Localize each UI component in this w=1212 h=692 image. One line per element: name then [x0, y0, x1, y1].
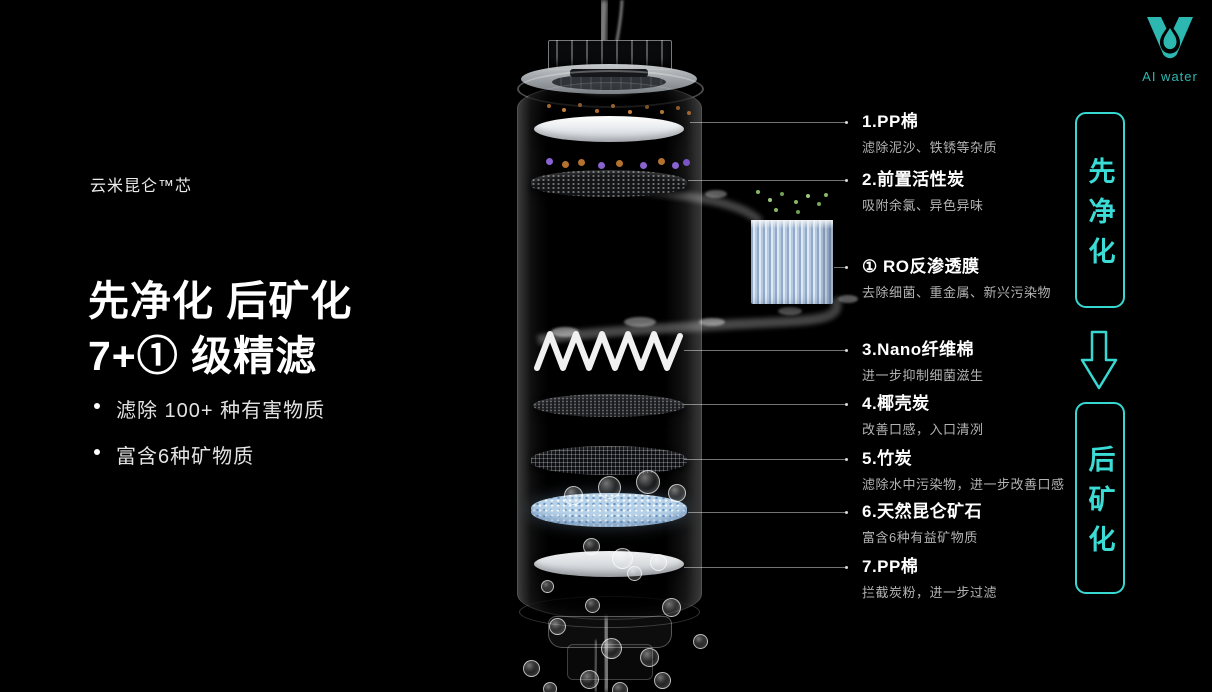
bubble	[564, 486, 583, 505]
viomi-v-droplet-icon	[1147, 17, 1193, 59]
callout-desc: 滤除泥沙、铁锈等杂质	[862, 140, 998, 155]
contaminant-particles	[756, 190, 760, 194]
callout-desc: 拦截炭粉，进一步过滤	[862, 585, 998, 600]
leader-line	[684, 403, 848, 406]
bubble	[541, 580, 554, 593]
leader-line	[834, 266, 848, 269]
down-arrow-icon	[1080, 330, 1118, 390]
callout-title: 1.PP棉	[862, 112, 919, 131]
bubble	[580, 670, 599, 689]
bubble	[640, 648, 659, 667]
coconut-carbon-layer	[533, 394, 685, 417]
logo-text: AI water	[1142, 69, 1198, 84]
title-line-2: 7+① 级精滤	[88, 333, 318, 379]
bullet-item: 富含6种矿物质	[92, 440, 325, 469]
callout-ro-membrane: ① RO反渗透膜 去除细菌、重金属、新兴污染物	[862, 257, 1102, 301]
callout-coconut-carbon: 4.椰壳炭 改善口感，入口清冽	[862, 394, 1102, 438]
bubble	[523, 660, 540, 677]
product-name: 云米昆仑™芯	[90, 178, 193, 195]
bubble	[583, 538, 600, 555]
bubble	[612, 682, 628, 692]
callout-desc: 去除细菌、重金属、新兴污染物	[862, 285, 1052, 300]
leader-line	[684, 458, 848, 461]
leader-line	[684, 349, 848, 352]
ro-membrane-block	[751, 220, 833, 304]
microbe-particles	[546, 158, 553, 165]
bubble	[654, 672, 671, 689]
callout-title: 6.天然昆仑矿石	[862, 502, 983, 521]
callout-desc: 改善口感，入口清冽	[862, 422, 984, 437]
flow-step-label: 后矿化	[1084, 444, 1115, 565]
bubble	[585, 598, 600, 613]
callout-title: 2.前置活性炭	[862, 170, 965, 189]
page-title: 先净化 后矿化 7+① 级精滤	[88, 274, 352, 384]
callout-pre-carbon: 2.前置活性炭 吸附余氯、异色异味	[862, 170, 1102, 214]
bubble	[543, 682, 557, 692]
callout-title: 7.PP棉	[862, 557, 919, 576]
leader-line	[688, 511, 848, 514]
flow-step-mineralize: 后矿化	[1075, 402, 1125, 594]
callout-pp-cotton-1: 1.PP棉 滤除泥沙、铁锈等杂质	[862, 112, 1102, 156]
activated-carbon-layer	[531, 170, 687, 197]
bubble	[650, 554, 667, 571]
bubble	[612, 548, 633, 569]
callout-desc: 富含6种有益矿物质	[862, 530, 978, 545]
flow-step-label: 先净化	[1084, 156, 1115, 277]
nano-fiber-coil	[534, 331, 683, 371]
leader-line	[688, 179, 848, 182]
callout-desc: 进一步抑制细菌滋生	[862, 368, 984, 383]
bubble	[601, 638, 622, 659]
feature-bullets: 滤除 100+ 种有害物质 富含6种矿物质	[92, 394, 325, 486]
glass-bottom-rim	[519, 596, 700, 628]
callout-kunlun-mineral: 6.天然昆仑矿石 富含6种有益矿物质	[862, 502, 1102, 546]
bubble	[668, 484, 686, 502]
callout-title: 5.竹炭	[862, 449, 913, 468]
callout-desc: 滤除水中污染物，进一步改善口感	[862, 477, 1065, 492]
brand-logo: AI water	[1136, 16, 1204, 84]
bamboo-charcoal-layer	[531, 446, 687, 475]
callout-title: 4.椰壳炭	[862, 394, 930, 413]
bubble	[627, 566, 642, 581]
bubble	[549, 618, 566, 635]
leader-line	[684, 566, 848, 569]
bubble	[598, 476, 621, 499]
bullet-item: 滤除 100+ 种有害物质	[92, 394, 325, 423]
callout-desc: 吸附余氯、异色异味	[862, 198, 984, 213]
callout-bamboo-charcoal: 5.竹炭 滤除水中污染物，进一步改善口感	[862, 449, 1102, 493]
title-line-1: 先净化 后矿化	[88, 278, 353, 324]
callout-title: 3.Nano纤维棉	[862, 340, 975, 359]
pp-cotton-layer-1	[534, 116, 684, 142]
bubble	[693, 634, 708, 649]
callout-pp-cotton-7: 7.PP棉 拦截炭粉，进一步过滤	[862, 557, 1102, 601]
sediment-particles	[547, 104, 551, 108]
flow-step-purify: 先净化	[1075, 112, 1125, 308]
callout-title: ① RO反渗透膜	[862, 257, 980, 276]
leader-line	[690, 121, 848, 124]
bubble	[636, 470, 660, 494]
callout-nano-fiber: 3.Nano纤维棉 进一步抑制细菌滋生	[862, 340, 1102, 384]
bubble	[662, 598, 681, 617]
